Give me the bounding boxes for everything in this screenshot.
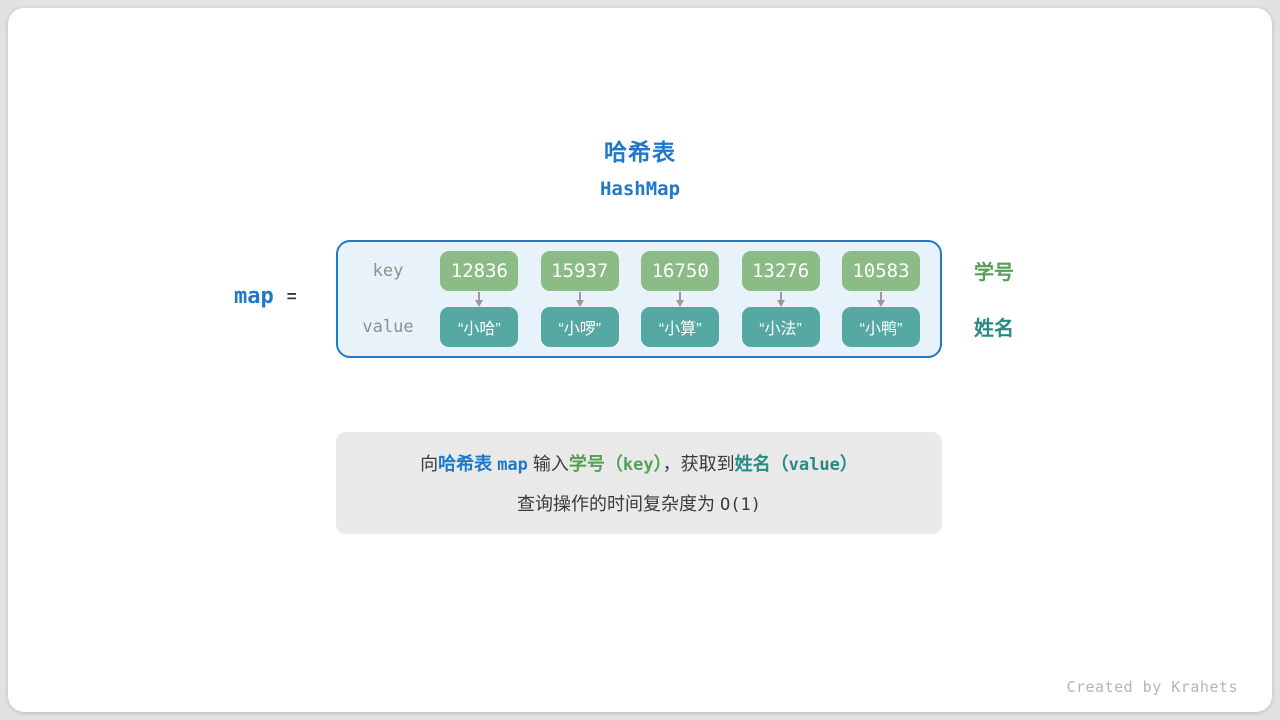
- caption-value-label: 姓名（: [734, 454, 789, 474]
- value-cell: “小法”: [741, 307, 820, 347]
- key-cell: 16750: [641, 251, 720, 291]
- watermark-credit: Created by Krahets: [1066, 678, 1238, 696]
- keys-meaning-label: 学号: [974, 262, 1014, 284]
- caption-key-code: key: [622, 455, 654, 475]
- hash-entry: 12836 “小哈”: [440, 251, 519, 347]
- value-cell: “小算”: [641, 307, 720, 347]
- caption-box: 向哈希表 map 输入学号（key），获取到姓名（value） 查询操作的时间复…: [336, 432, 942, 534]
- map-variable-label: map: [234, 284, 274, 309]
- title-chinese: 哈希表: [604, 139, 676, 165]
- arrow-down-icon: [776, 291, 786, 307]
- hash-entry: 13276 “小法”: [741, 251, 820, 347]
- hash-entry: 10583 “小鸭”: [841, 251, 920, 347]
- key-cell: 15937: [540, 251, 619, 291]
- hash-table-container: key value 12836 “小哈” 15937 “小啰” 16750 “小…: [336, 240, 942, 358]
- row-labels-column: key value: [358, 251, 418, 347]
- hash-entry: 15937 “小啰”: [540, 251, 619, 347]
- value-row-label: value: [362, 317, 414, 337]
- key-cell: 12836: [440, 251, 519, 291]
- caption-hash-label: 哈希表: [438, 454, 498, 474]
- arrow-down-icon: [675, 291, 685, 307]
- caption-line-1: 向哈希表 map 输入学号（key），获取到姓名（value）: [420, 450, 858, 476]
- title-english: HashMap: [599, 178, 681, 200]
- equals-sign: =: [286, 286, 297, 306]
- key-cell: 10583: [841, 251, 920, 291]
- page-card: [8, 8, 1272, 712]
- caption-text-segment: ，获取到: [662, 454, 735, 474]
- complexity-code: O(1): [720, 495, 761, 515]
- caption-text-segment: 输入: [527, 454, 569, 474]
- caption-line-2: 查询操作的时间复杂度为 O(1): [517, 490, 761, 516]
- values-meaning-label: 姓名: [974, 318, 1014, 340]
- key-cell: 13276: [741, 251, 820, 291]
- caption-text-segment: 向: [420, 454, 439, 474]
- arrow-down-icon: [876, 291, 886, 307]
- hash-entry: 16750 “小算”: [641, 251, 720, 347]
- value-cell: “小啰”: [540, 307, 619, 347]
- arrow-down-icon: [474, 291, 484, 307]
- caption-value-code: value: [788, 455, 840, 475]
- caption-value-close: ）: [839, 454, 858, 474]
- complexity-text: 查询操作的时间复杂度为: [517, 494, 721, 514]
- caption-map-code: map: [497, 455, 528, 475]
- value-cell: “小哈”: [440, 307, 519, 347]
- key-row-label: key: [372, 261, 404, 281]
- map-expression: map =: [234, 284, 297, 309]
- caption-key-label: 学号（: [568, 454, 623, 474]
- value-cell: “小鸭”: [841, 307, 920, 347]
- caption-key-close: ）: [653, 454, 663, 474]
- title-block: 哈希表 HashMap: [0, 133, 1280, 200]
- arrow-down-icon: [575, 291, 585, 307]
